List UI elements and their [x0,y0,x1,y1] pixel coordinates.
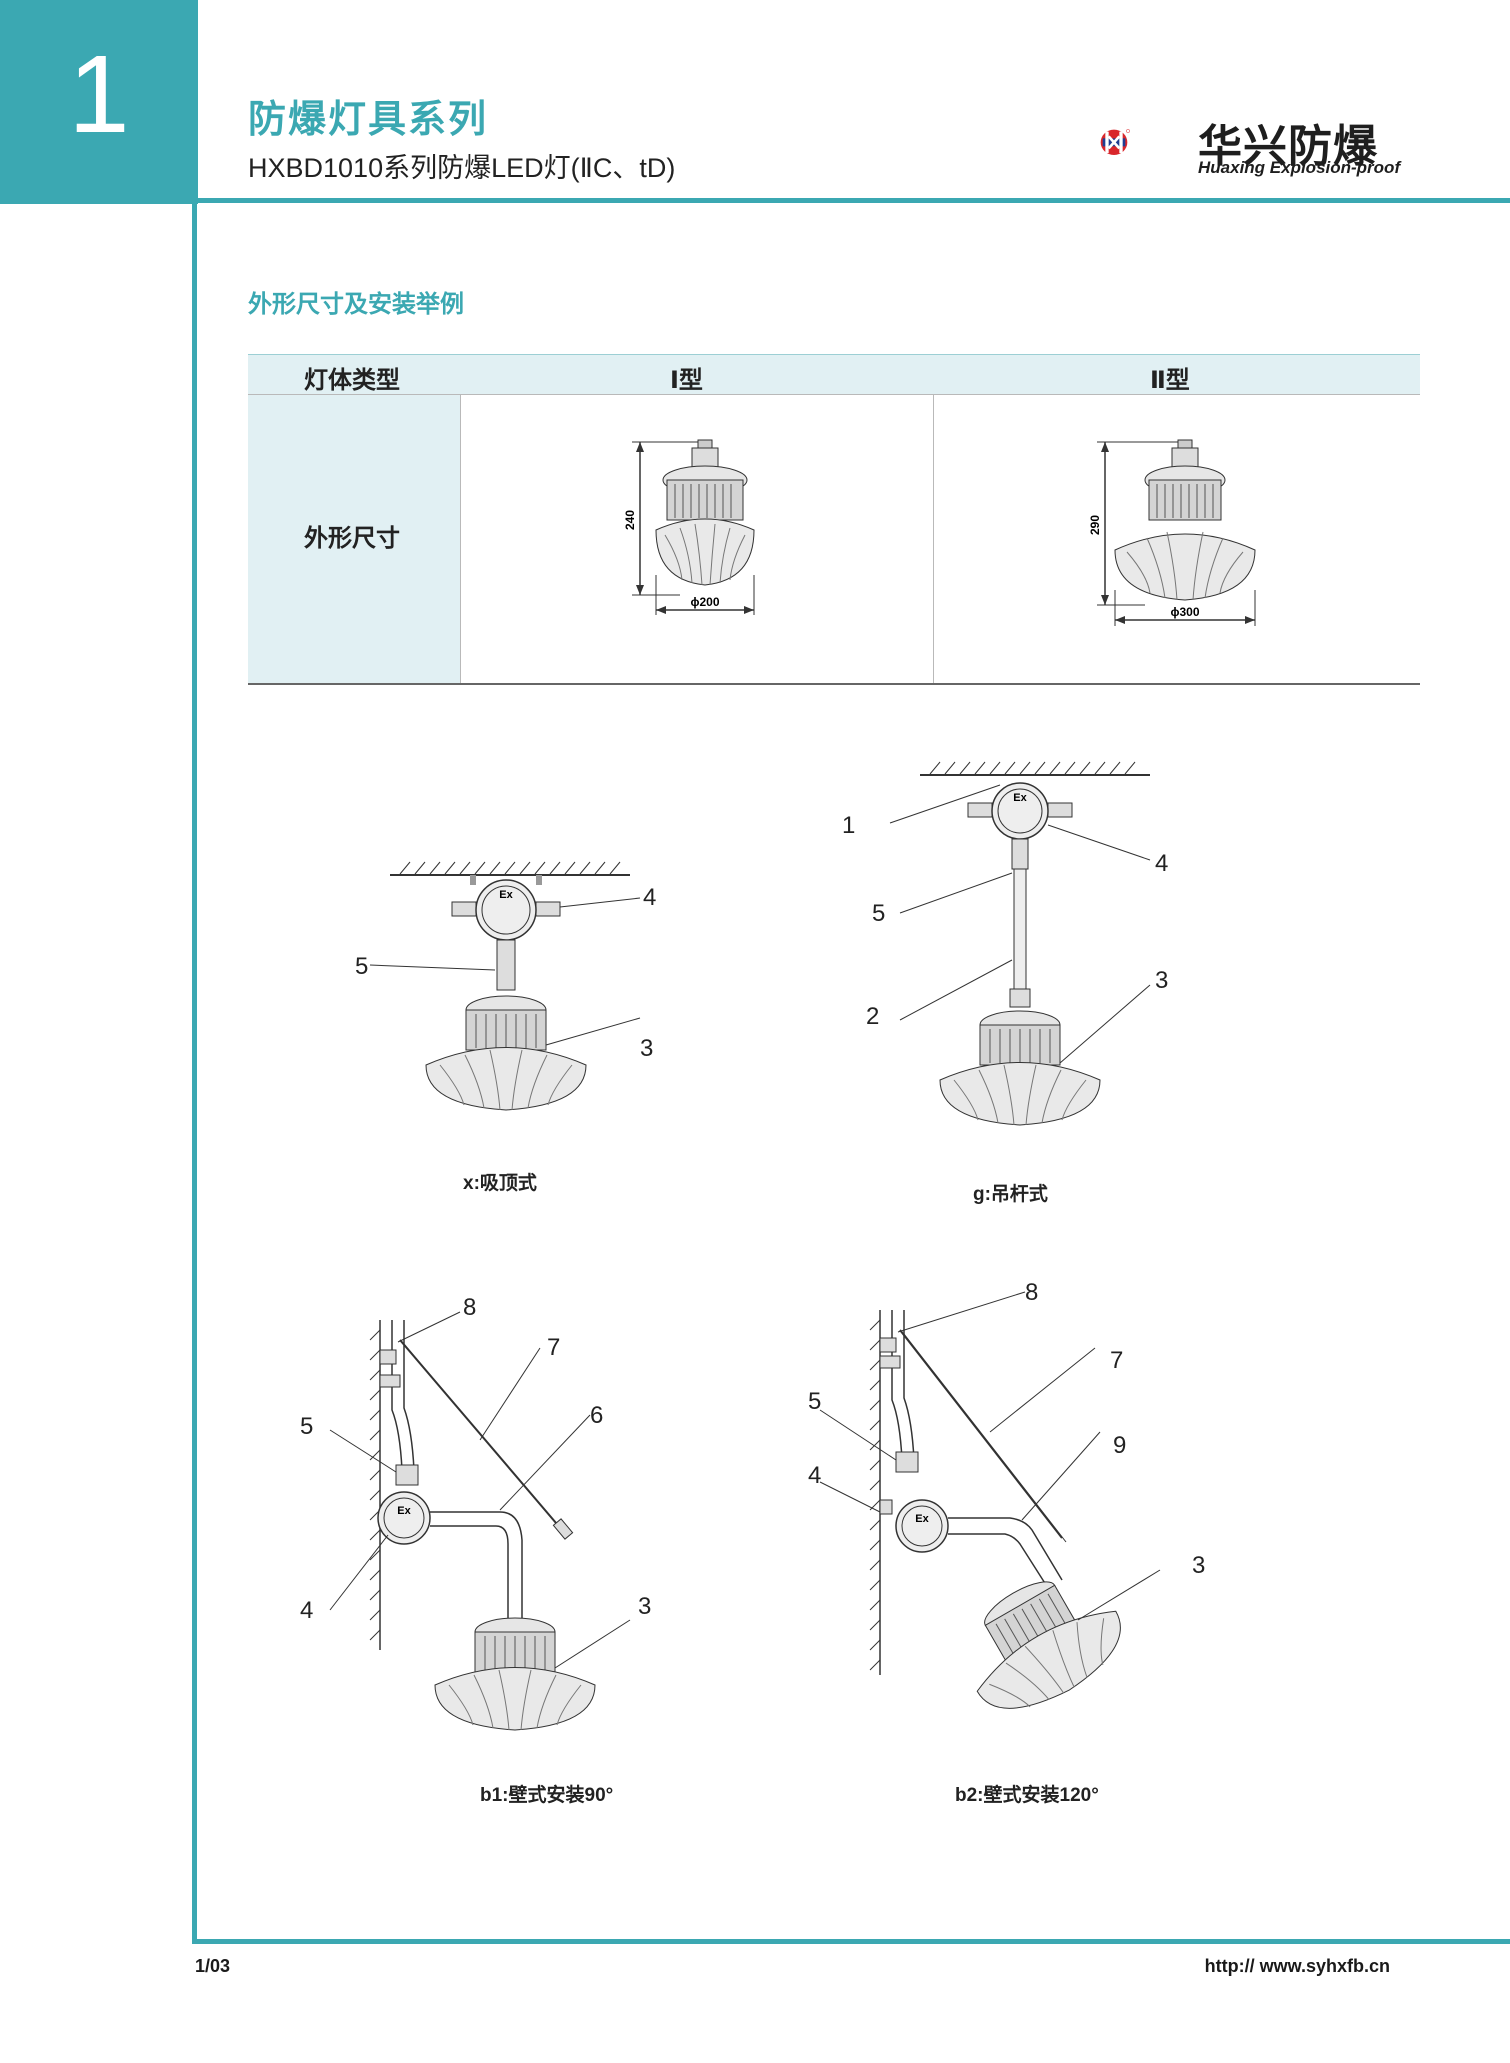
install-wall90-drawing: Ex [329,1311,631,1731]
callout-label: 3 [1155,967,1169,994]
section-title: 外形尺寸及安装举例 [248,291,464,318]
callout-label: 4 [1155,850,1169,877]
table-divider [933,394,934,684]
callout-label: 3 [638,1593,652,1620]
callout-label: 4 [808,1462,822,1489]
install-wall120-drawing: Ex [819,1291,1161,1709]
page-subtitle: HXBD1010系列防爆LED灯(ⅡC、tD) [248,153,676,183]
lamp-type1-drawing: 240 ϕ200 [623,439,755,615]
ex-marking: Ex [915,1513,929,1525]
chapter-tab [0,0,198,204]
callout-label: 5 [808,1388,822,1415]
type1-height-label: 240 [623,510,637,530]
table-row-label-cell [248,394,460,684]
header-rule [198,198,1510,203]
callout-label: 2 [866,1003,880,1030]
dimension-table: 灯体类型 Ⅰ型 Ⅱ型 外形尺寸 [248,354,1420,685]
type2-height-label: 290 [1088,515,1102,535]
lamp-type2-drawing: 290 ϕ300 [1088,439,1256,626]
install-ceiling-drawing: Ex [369,861,641,1111]
table-bottom-rule [248,683,1420,685]
type1-diameter-label: ϕ200 [690,595,719,609]
callout-label: 3 [1192,1552,1206,1579]
callout-label: 6 [590,1402,604,1429]
website-url[interactable]: http:// www.syhxfb.cn [1204,1956,1390,1976]
callout-label: 5 [355,953,369,980]
company-logo [1100,129,1130,155]
install-caption: g:吊杆式 [973,1184,1048,1205]
page-number: 1/03 [195,1956,231,1976]
callout-label: 4 [643,884,657,911]
chapter-number: 1 [68,33,130,156]
table-row-label: 外形尺寸 [304,525,400,552]
table-header-row [248,354,1420,395]
ex-marking: Ex [1013,792,1027,804]
logo-name-cn: 华兴防爆 [1198,122,1378,171]
table-divider [248,394,1420,395]
callout-label: 8 [463,1294,477,1321]
ex-marking: Ex [397,1505,411,1517]
table-col-type2: Ⅱ型 [1150,367,1190,394]
callout-label: 8 [1025,1279,1039,1306]
side-rule [192,204,197,1944]
callout-label: 1 [842,812,856,839]
logo-name-en: Huaxing Explosion-proof [1198,158,1401,177]
callout-label: 4 [300,1597,314,1624]
table-col-type1: Ⅰ型 [670,367,703,394]
table-divider [460,394,461,684]
callout-label: 9 [1113,1432,1127,1459]
ex-marking: Ex [499,889,513,901]
callout-label: 5 [300,1413,314,1440]
type2-diameter-label: ϕ300 [1170,605,1199,619]
bottom-rule [192,1939,1510,1944]
install-pendant-drawing: Ex [889,761,1151,1126]
page-title: 防爆灯具系列 [248,99,489,141]
callout-label: 7 [547,1334,561,1361]
install-caption: b1:壁式安装90° [480,1785,614,1806]
table-header-label: 灯体类型 [304,367,400,394]
install-caption: b2:壁式安装120° [955,1785,1099,1806]
callout-label: 3 [640,1035,654,1062]
callout-label: 7 [1110,1347,1124,1374]
callout-label: 5 [872,900,886,927]
install-caption: x:吸顶式 [463,1173,537,1194]
